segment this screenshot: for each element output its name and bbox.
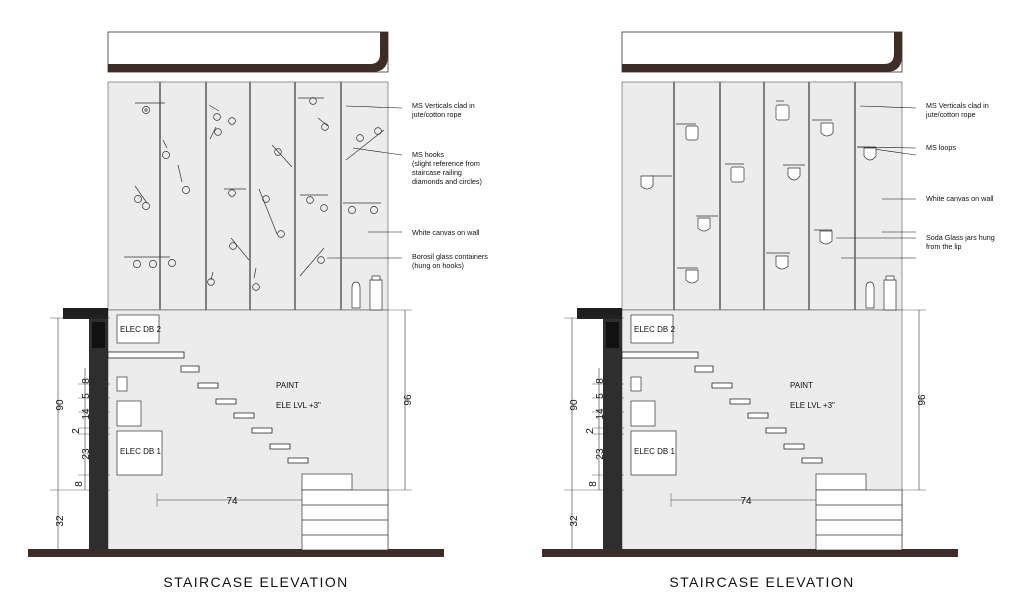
svg-text:jute/cotton rope: jute/cotton rope xyxy=(925,110,976,119)
callouts-right: MS Verticals clad in jute/cotton rope MS… xyxy=(925,101,995,251)
svg-text:MS hooks: MS hooks xyxy=(412,150,444,159)
elec-db2-label: ELEC DB 2 xyxy=(120,325,161,334)
elevation-left: MS Verticals clad in jute/cotton rope MS… xyxy=(27,31,488,590)
svg-text:96: 96 xyxy=(917,394,928,406)
callout-loops: MS loops xyxy=(926,143,956,152)
callout-jars-line1: Soda Glass jars hung xyxy=(926,233,995,242)
callout-containers-line1: Borosil glass containers xyxy=(412,252,488,261)
callout-canvas: White canvas on wall xyxy=(926,194,994,203)
svg-text:Borosil glass containers: Borosil glass containers xyxy=(412,252,488,261)
svg-text:2: 2 xyxy=(585,428,596,434)
svg-text:MS Verticals clad in: MS Verticals clad in xyxy=(926,101,989,110)
svg-text:23: 23 xyxy=(81,448,92,460)
callout-verticals-line1: MS Verticals clad in xyxy=(412,101,475,110)
svg-text:Soda Glass jars hung: Soda Glass jars hung xyxy=(926,233,995,242)
elevation-right: MS Verticals clad in jute/cotton rope MS… xyxy=(541,31,995,590)
svg-text:74: 74 xyxy=(740,496,752,507)
elevation-title-right: STAIRCASE ELEVATION xyxy=(669,574,854,590)
callout-verticals-line2: jute/cotton rope xyxy=(411,110,462,119)
svg-text:8: 8 xyxy=(74,481,85,487)
svg-text:74: 74 xyxy=(226,496,238,507)
svg-text:23: 23 xyxy=(595,448,606,460)
elec-db1-label: ELEC DB 1 xyxy=(634,447,675,456)
paint-note: PAINT xyxy=(790,381,813,390)
elec-db2-label: ELEC DB 2 xyxy=(634,325,675,334)
svg-text:5: 5 xyxy=(595,393,606,399)
svg-text:96: 96 xyxy=(403,394,414,406)
svg-text:diamonds and circles): diamonds and circles) xyxy=(412,177,482,186)
svg-text:90: 90 xyxy=(569,399,580,411)
svg-text:32: 32 xyxy=(55,515,66,527)
svg-text:(hung on hooks): (hung on hooks) xyxy=(412,261,464,270)
svg-text:5: 5 xyxy=(81,393,92,399)
ms-loops-with-soda-glass-jars xyxy=(640,100,897,311)
dimensions-right: 8 5 14 2 23 8 90 32 96 74 xyxy=(569,378,928,527)
level-note: ELE LVL +3" xyxy=(790,401,835,410)
svg-text:2: 2 xyxy=(71,428,82,434)
callout-hooks-line3: staircase railing xyxy=(412,168,462,177)
svg-text:from the lip: from the lip xyxy=(926,242,962,251)
svg-text:MS loops: MS loops xyxy=(926,143,956,152)
callout-verticals-line1: MS Verticals clad in xyxy=(926,101,989,110)
svg-text:White canvas on wall: White canvas on wall xyxy=(412,228,480,237)
callout-jars-line2: from the lip xyxy=(926,242,962,251)
svg-text:staircase railing: staircase railing xyxy=(412,168,462,177)
elevation-title-left: STAIRCASE ELEVATION xyxy=(163,574,348,590)
level-note: ELE LVL +3" xyxy=(276,401,321,410)
ms-hooks-with-borosil-containers xyxy=(124,97,385,311)
paint-note: PAINT xyxy=(276,381,299,390)
callout-hooks-line2: (slight reference from xyxy=(412,159,480,168)
svg-text:14: 14 xyxy=(595,408,606,420)
callout-containers-line2: (hung on hooks) xyxy=(412,261,464,270)
svg-text:90: 90 xyxy=(55,399,66,411)
callouts-left: MS Verticals clad in jute/cotton rope MS… xyxy=(411,101,488,270)
svg-text:White canvas on wall: White canvas on wall xyxy=(926,194,994,203)
callout-hooks-line1: MS hooks xyxy=(412,150,444,159)
dimensions-left: 8 5 14 2 23 8 90 32 96 74 xyxy=(55,378,414,527)
svg-text:(slight reference from: (slight reference from xyxy=(412,159,480,168)
svg-text:8: 8 xyxy=(595,378,606,384)
svg-text:32: 32 xyxy=(569,515,580,527)
svg-text:14: 14 xyxy=(81,408,92,420)
callout-verticals-line2: jute/cotton rope xyxy=(925,110,976,119)
svg-text:MS Verticals clad in: MS Verticals clad in xyxy=(412,101,475,110)
elec-db1-label: ELEC DB 1 xyxy=(120,447,161,456)
svg-text:8: 8 xyxy=(81,378,92,384)
callout-canvas: White canvas on wall xyxy=(412,228,480,237)
svg-text:jute/cotton rope: jute/cotton rope xyxy=(411,110,462,119)
svg-text:8: 8 xyxy=(588,481,599,487)
callout-hooks-line4: diamonds and circles) xyxy=(412,177,482,186)
